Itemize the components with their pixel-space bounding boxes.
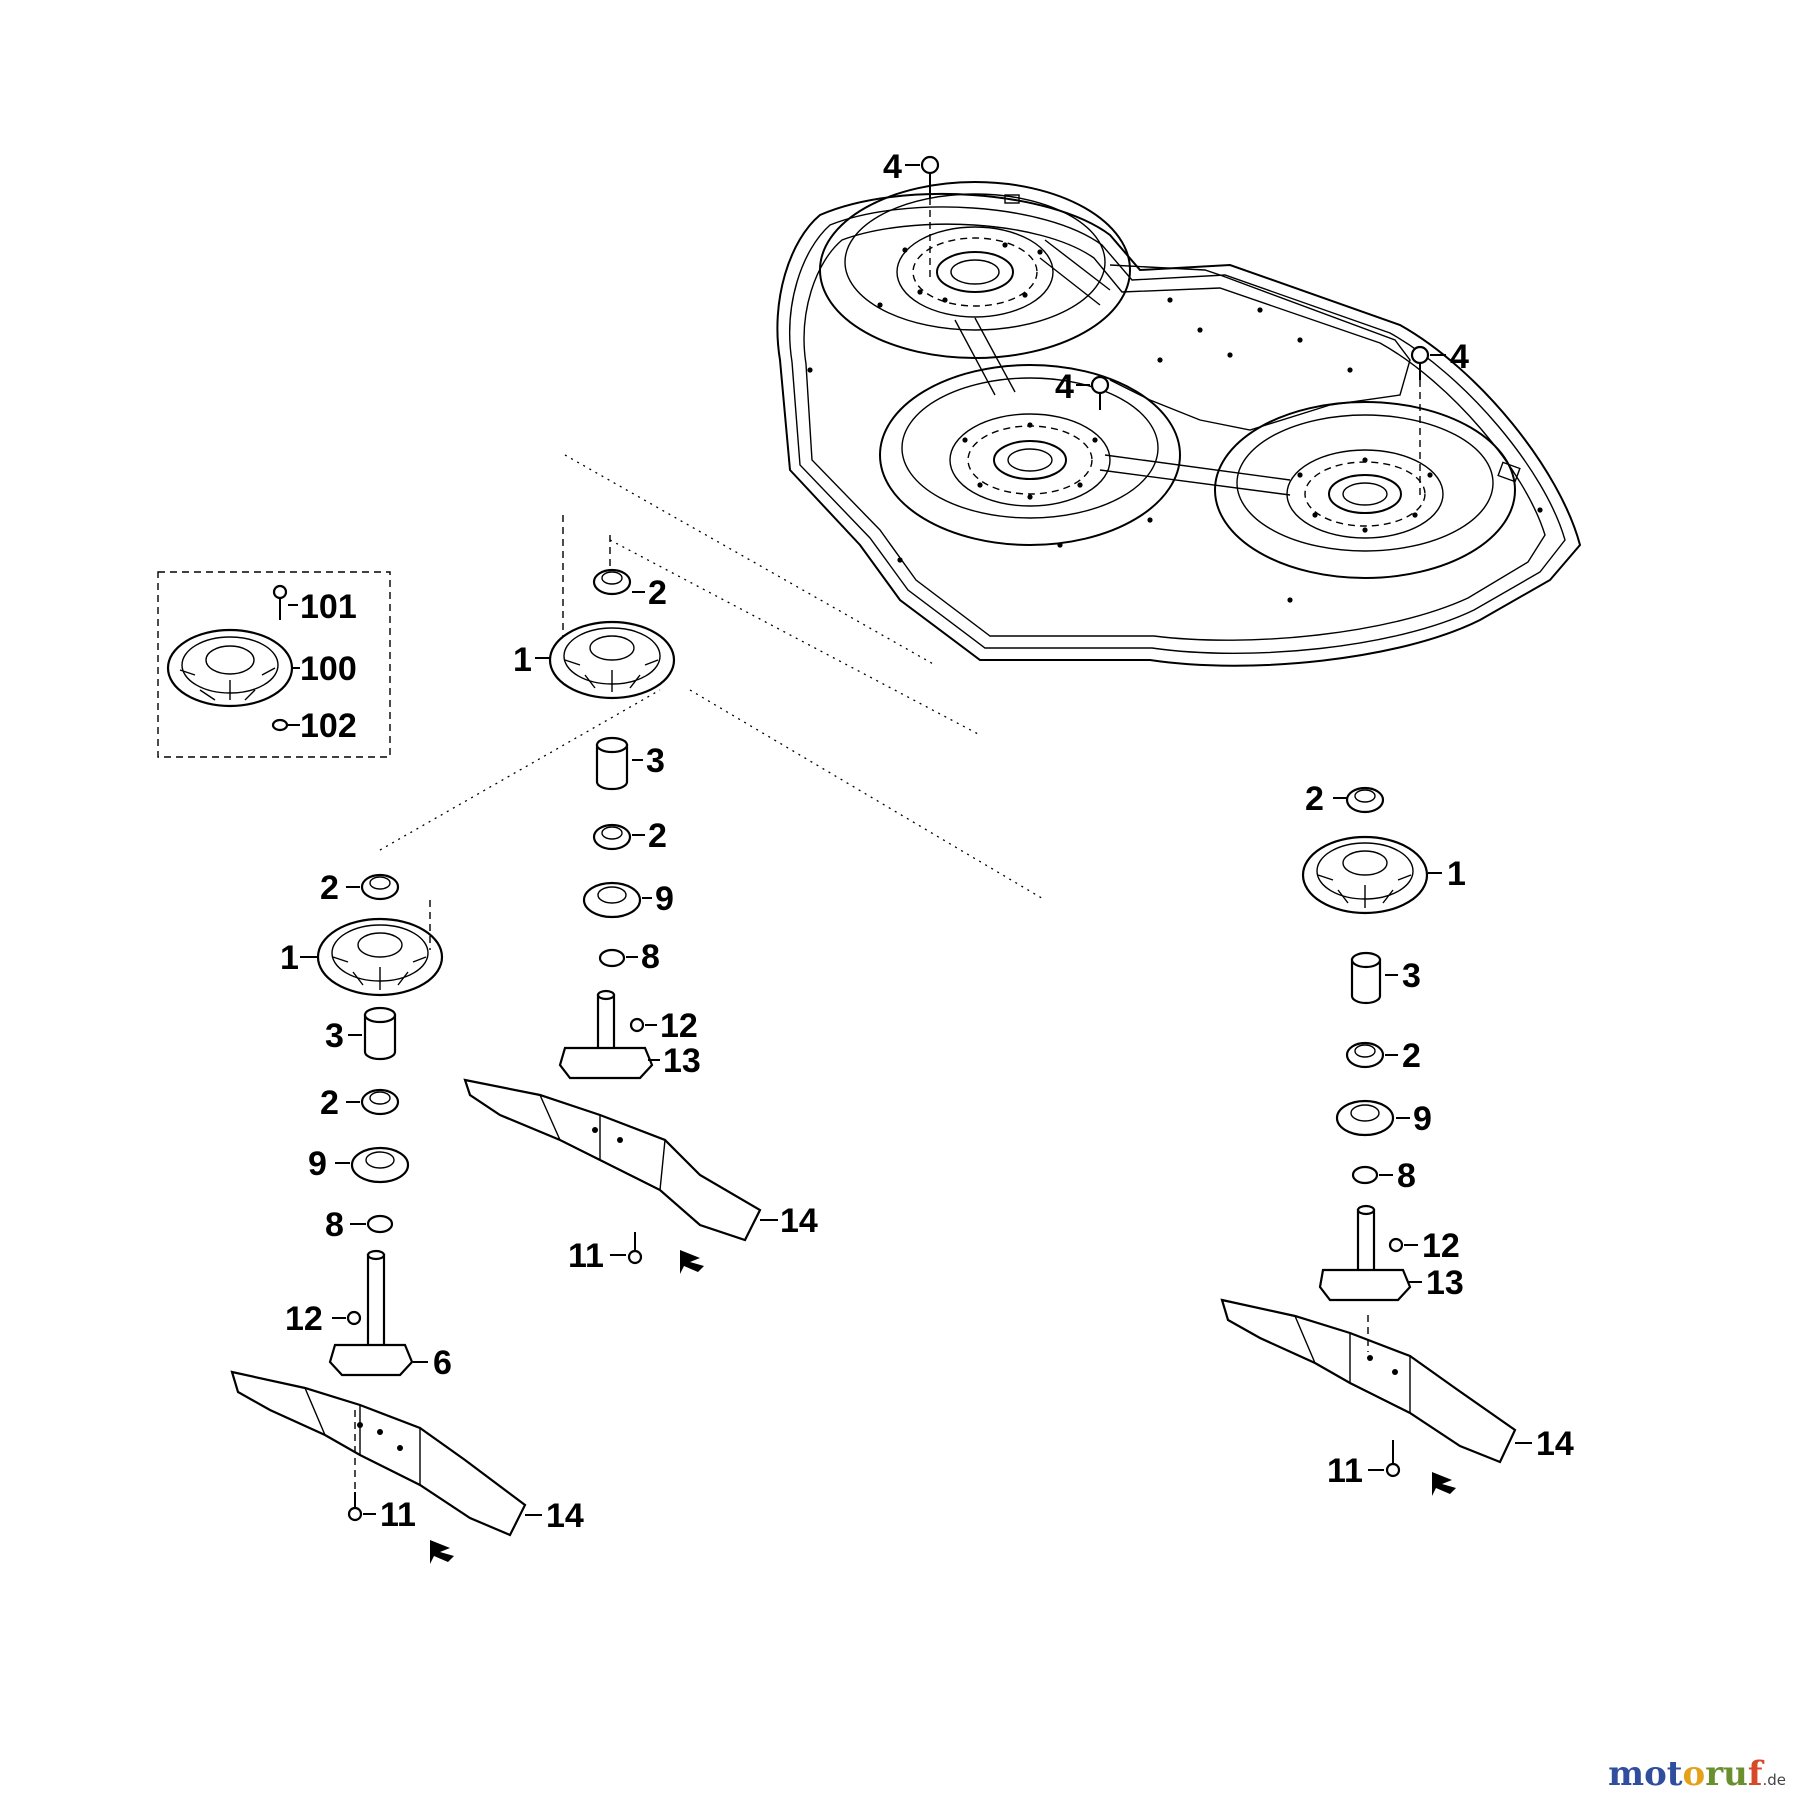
right-spindle-stack: 2 1 3 2 9 8 12 13 14 11	[1220, 780, 1574, 1496]
callout-3-center: 3	[646, 742, 665, 780]
center-blade	[463, 1078, 778, 1242]
left-spindle	[328, 1249, 428, 1377]
callout-2-center-top: 2	[648, 574, 667, 612]
watermark-logo: motoruf.de	[1608, 1754, 1786, 1794]
callout-13-right: 13	[1426, 1264, 1464, 1302]
callout-102: 102	[300, 707, 357, 745]
left-bearing-top	[346, 873, 400, 901]
callout-2-right-low: 2	[1402, 1037, 1421, 1075]
callout-101: 101	[300, 588, 357, 626]
watermark-part-3: ru	[1705, 1754, 1748, 1794]
mower-deck	[776, 181, 1582, 667]
callout-11-left: 11	[380, 1496, 416, 1534]
right-hub	[1301, 835, 1442, 915]
callout-14-right: 14	[1536, 1425, 1574, 1463]
callout-14-center: 14	[780, 1202, 818, 1240]
center-spindle	[558, 989, 660, 1080]
center-pulley	[582, 881, 652, 919]
right-spindle	[1318, 1204, 1422, 1302]
center-spacer	[595, 736, 643, 791]
left-pulley	[335, 1146, 410, 1184]
right-blade-bolt	[1368, 1440, 1401, 1478]
alignment-lines	[379, 454, 1046, 901]
callout-13-center: 13	[663, 1042, 701, 1080]
callout-9-center: 9	[655, 880, 674, 918]
right-rotation-arrow	[1432, 1472, 1456, 1496]
callout-2-center-low: 2	[648, 817, 667, 855]
callout-14-left: 14	[546, 1497, 584, 1535]
center-hub	[535, 620, 676, 700]
callout-1-right: 1	[1447, 855, 1466, 893]
right-blade	[1220, 1298, 1532, 1464]
hub-kit-box: 101 100 102	[157, 571, 391, 758]
center-blade-bolt	[610, 1232, 643, 1265]
callout-1-left: 1	[280, 939, 299, 977]
callout-3-right: 3	[1402, 957, 1421, 995]
callout-1-center: 1	[513, 641, 532, 679]
kit-screw	[272, 584, 298, 620]
left-blade-bolt	[347, 1492, 376, 1522]
callout-8-left: 8	[325, 1206, 344, 1244]
right-pulley	[1335, 1099, 1410, 1137]
callout-12-left: 12	[285, 1300, 323, 1338]
callout-100: 100	[300, 650, 357, 688]
center-bearing-top	[592, 568, 645, 596]
left-spindle-stack: 2 1 3 2 9 8 12 6 14 11	[230, 869, 584, 1564]
callout-4-right: 4	[1450, 338, 1469, 376]
callout-2-left-low: 2	[320, 1084, 339, 1122]
kit-hub	[166, 628, 300, 708]
callout-2-left-top: 2	[320, 869, 339, 907]
watermark-part-2: o	[1682, 1754, 1706, 1794]
left-blade	[230, 1370, 542, 1537]
callout-4-top: 4	[883, 148, 902, 186]
callout-3-left: 3	[325, 1017, 344, 1055]
callout-2-right-top: 2	[1305, 780, 1324, 818]
callout-8-center: 8	[641, 938, 660, 976]
left-spacer	[348, 1006, 397, 1061]
right-spacer	[1350, 951, 1398, 1005]
right-bearing-low	[1345, 1041, 1398, 1069]
right-washer	[1351, 1165, 1393, 1185]
left-bearing-low	[346, 1088, 400, 1116]
callout-12-right: 12	[1422, 1227, 1460, 1265]
left-hub	[300, 900, 444, 997]
center-rotation-arrow	[680, 1250, 704, 1274]
center-spindle-stack: 2 1 3 2 9 8 12 13 14 11	[463, 568, 818, 1275]
watermark-part-4: f	[1747, 1754, 1763, 1794]
callout-11-right: 11	[1327, 1452, 1363, 1490]
left-washer	[350, 1214, 394, 1234]
center-bearing-low	[592, 823, 645, 851]
kit-nut	[271, 718, 300, 732]
callout-4-mid: 4	[1055, 368, 1074, 406]
callout-12-center: 12	[660, 1007, 698, 1045]
right-bearing-top	[1333, 786, 1385, 814]
deck-bolt-right	[1410, 345, 1446, 495]
left-rotation-arrow	[430, 1540, 454, 1564]
callout-11-center: 11	[568, 1237, 604, 1275]
deck-bolt-top	[905, 155, 940, 280]
deck-bolt-mid	[1076, 375, 1110, 410]
callout-8-right: 8	[1397, 1157, 1416, 1195]
watermark-part-1: mot	[1608, 1754, 1683, 1794]
callout-9-left: 9	[308, 1145, 327, 1183]
callout-6-left: 6	[433, 1344, 452, 1382]
callout-9-right: 9	[1413, 1100, 1432, 1138]
center-washer	[598, 948, 638, 968]
watermark-suffix: .de	[1762, 1771, 1786, 1789]
